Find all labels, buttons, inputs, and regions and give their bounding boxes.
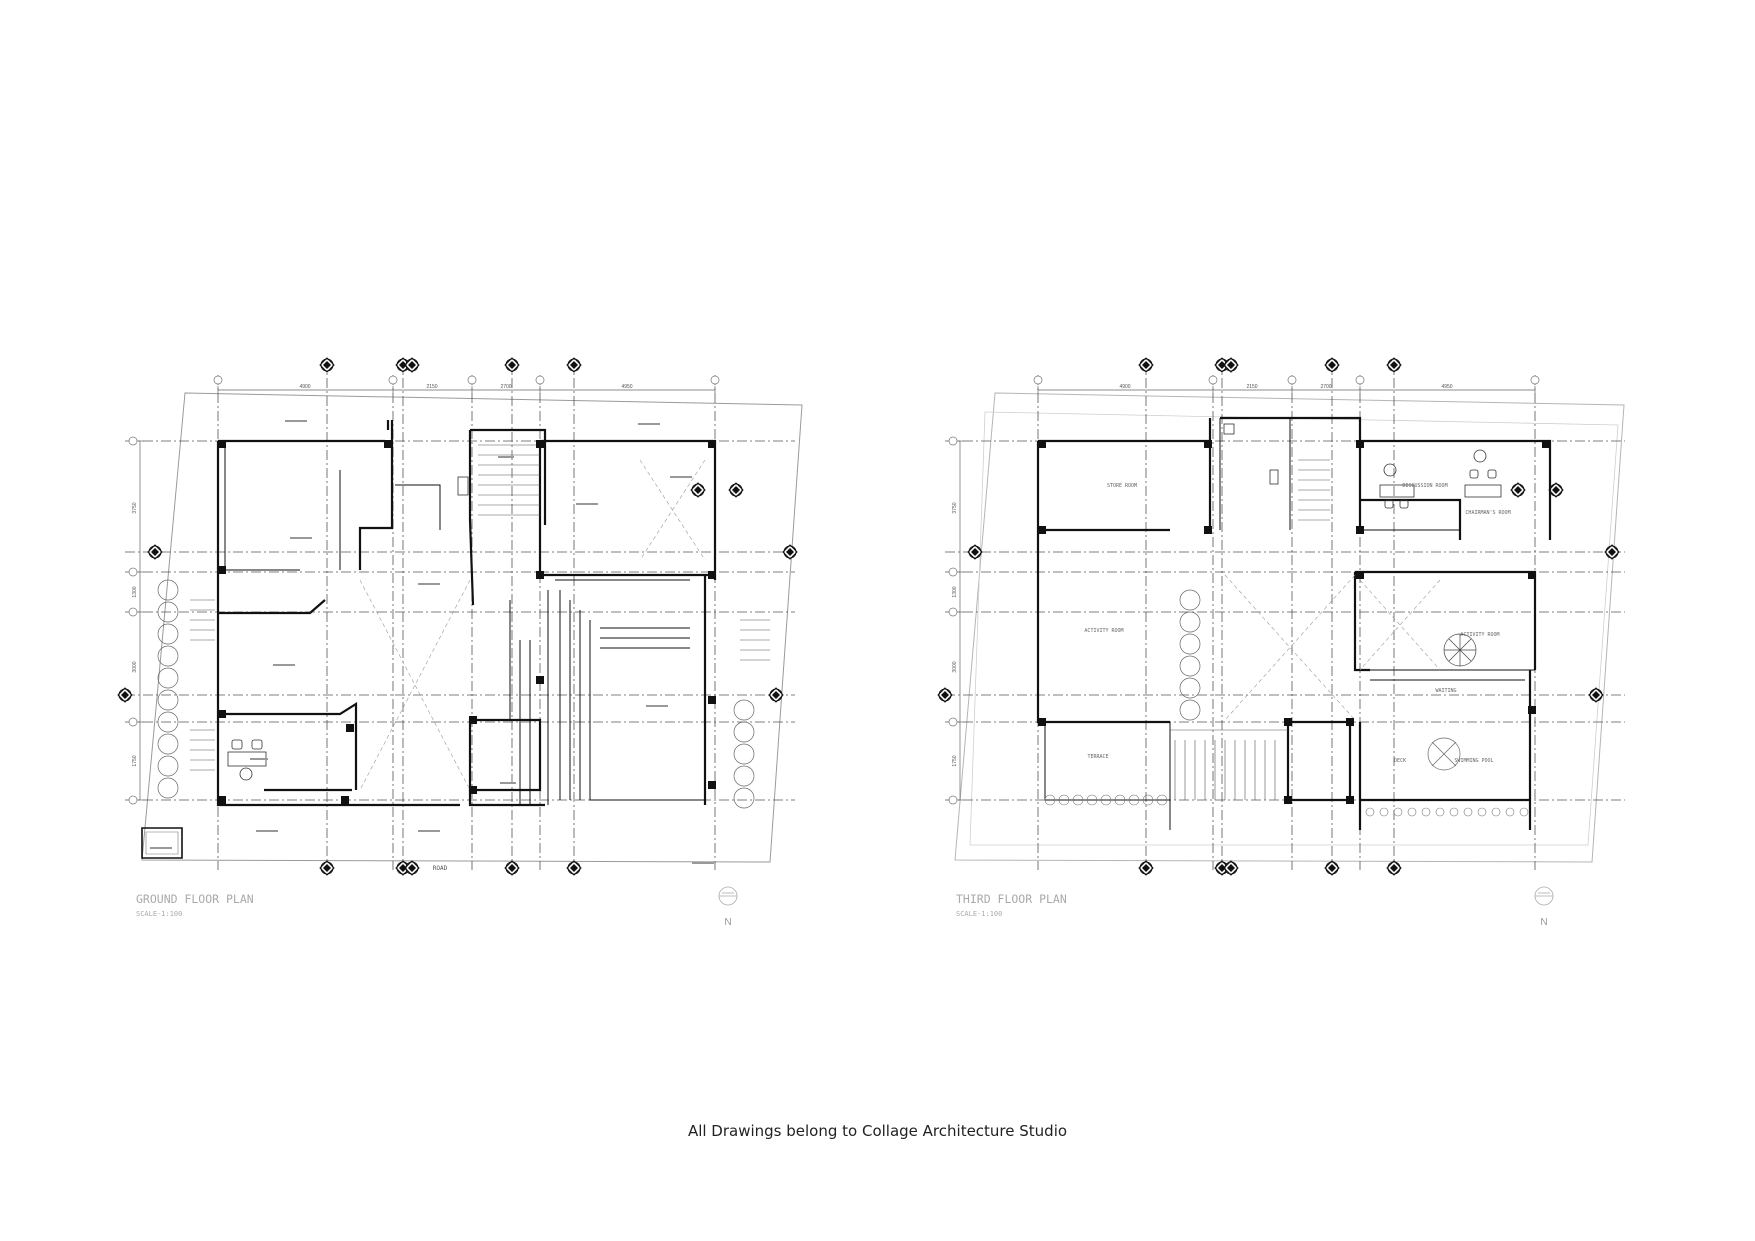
ground-dim-left-3: 3000 bbox=[132, 661, 138, 672]
third-planters bbox=[1044, 794, 1529, 817]
third-north-icon bbox=[1534, 886, 1554, 906]
ground-trees bbox=[157, 579, 755, 809]
third-grid-horizontal bbox=[945, 440, 1625, 801]
ground-walls bbox=[216, 420, 717, 807]
spiral-stair bbox=[1443, 633, 1477, 667]
ground-dim-3: 2700 bbox=[500, 384, 511, 390]
room-store: STORE ROOM bbox=[1107, 483, 1137, 489]
ground-plan-scale: SCALE-1:100 bbox=[136, 910, 182, 918]
room-discussion: DISCUSSION ROOM bbox=[1402, 483, 1447, 489]
third-dim-4: 4950 bbox=[1441, 384, 1452, 390]
third-room-labels: STORE ROOM ACTIVITY ROOM TERRACE DISCUSS… bbox=[1084, 483, 1510, 764]
ground-dim-1: 4900 bbox=[299, 384, 310, 390]
ground-furniture bbox=[227, 476, 469, 781]
third-dim-left-2: 1300 bbox=[952, 586, 958, 597]
third-dim-left-3: 3000 bbox=[952, 661, 958, 672]
ground-dim-4: 4950 bbox=[621, 384, 632, 390]
third-stairs bbox=[1170, 459, 1330, 800]
third-trees bbox=[1179, 589, 1201, 721]
room-pool: SWIMMING POOL bbox=[1454, 758, 1493, 764]
third-void-lines bbox=[1224, 574, 1441, 721]
third-dim-left-1: 3750 bbox=[952, 502, 958, 513]
room-activity-1: ACTIVITY ROOM bbox=[1084, 628, 1123, 634]
ground-north-label: N bbox=[724, 917, 731, 928]
third-dim-1: 4900 bbox=[1119, 384, 1130, 390]
ground-dim-left bbox=[136, 440, 144, 801]
third-north-label: N bbox=[1540, 917, 1547, 928]
ground-plan-title: GROUND FLOOR PLAN bbox=[136, 892, 254, 906]
ground-dim-left-4: 1750 bbox=[132, 755, 138, 766]
third-columns bbox=[1038, 440, 1550, 804]
room-deck: DECK bbox=[1394, 758, 1406, 764]
ground-dim-left-1: 3750 bbox=[132, 502, 138, 513]
room-activity-2: ACTIVITY ROOM bbox=[1460, 632, 1499, 638]
ground-road-label: ROAD bbox=[433, 865, 448, 872]
third-dim-top bbox=[1037, 386, 1536, 394]
ground-room-labels bbox=[150, 420, 714, 864]
pool-feature bbox=[1427, 737, 1461, 771]
third-plan-scale: SCALE-1:100 bbox=[956, 910, 1002, 918]
third-dim-left bbox=[956, 440, 964, 801]
ground-dim-left-2: 1300 bbox=[132, 586, 138, 597]
third-grid-vertical bbox=[1037, 360, 1536, 870]
ground-north-icon bbox=[718, 886, 738, 906]
third-plan-title: THIRD FLOOR PLAN bbox=[956, 892, 1067, 906]
third-walls bbox=[1036, 416, 1552, 830]
copyright-caption: All Drawings belong to Collage Architect… bbox=[687, 1122, 1068, 1140]
site-boundary bbox=[141, 392, 803, 863]
ground-grid-vertical bbox=[217, 360, 716, 870]
room-terrace: TERRACE bbox=[1087, 754, 1108, 760]
third-dim-3: 2700 bbox=[1320, 384, 1331, 390]
third-grid-bubbles bbox=[937, 357, 1620, 876]
ground-void-lines bbox=[359, 459, 706, 791]
third-furniture bbox=[1223, 423, 1502, 509]
site-boundary-third bbox=[954, 392, 1625, 863]
ground-dim-top bbox=[217, 386, 716, 394]
room-chairman: CHAIRMAN'S ROOM bbox=[1465, 510, 1510, 516]
ground-stairs bbox=[190, 444, 770, 771]
ground-floor-plan: 4900 2150 2700 4950 3750 1300 3000 1750 bbox=[117, 357, 803, 928]
third-dim-left-4: 1750 bbox=[952, 755, 958, 766]
third-floor-plan: 4900 2150 2700 4950 3750 1300 3000 1750 bbox=[937, 357, 1625, 928]
third-dim-2: 2150 bbox=[1246, 384, 1257, 390]
ground-dim-2: 2150 bbox=[426, 384, 437, 390]
room-waiting: WAITING bbox=[1435, 688, 1456, 694]
